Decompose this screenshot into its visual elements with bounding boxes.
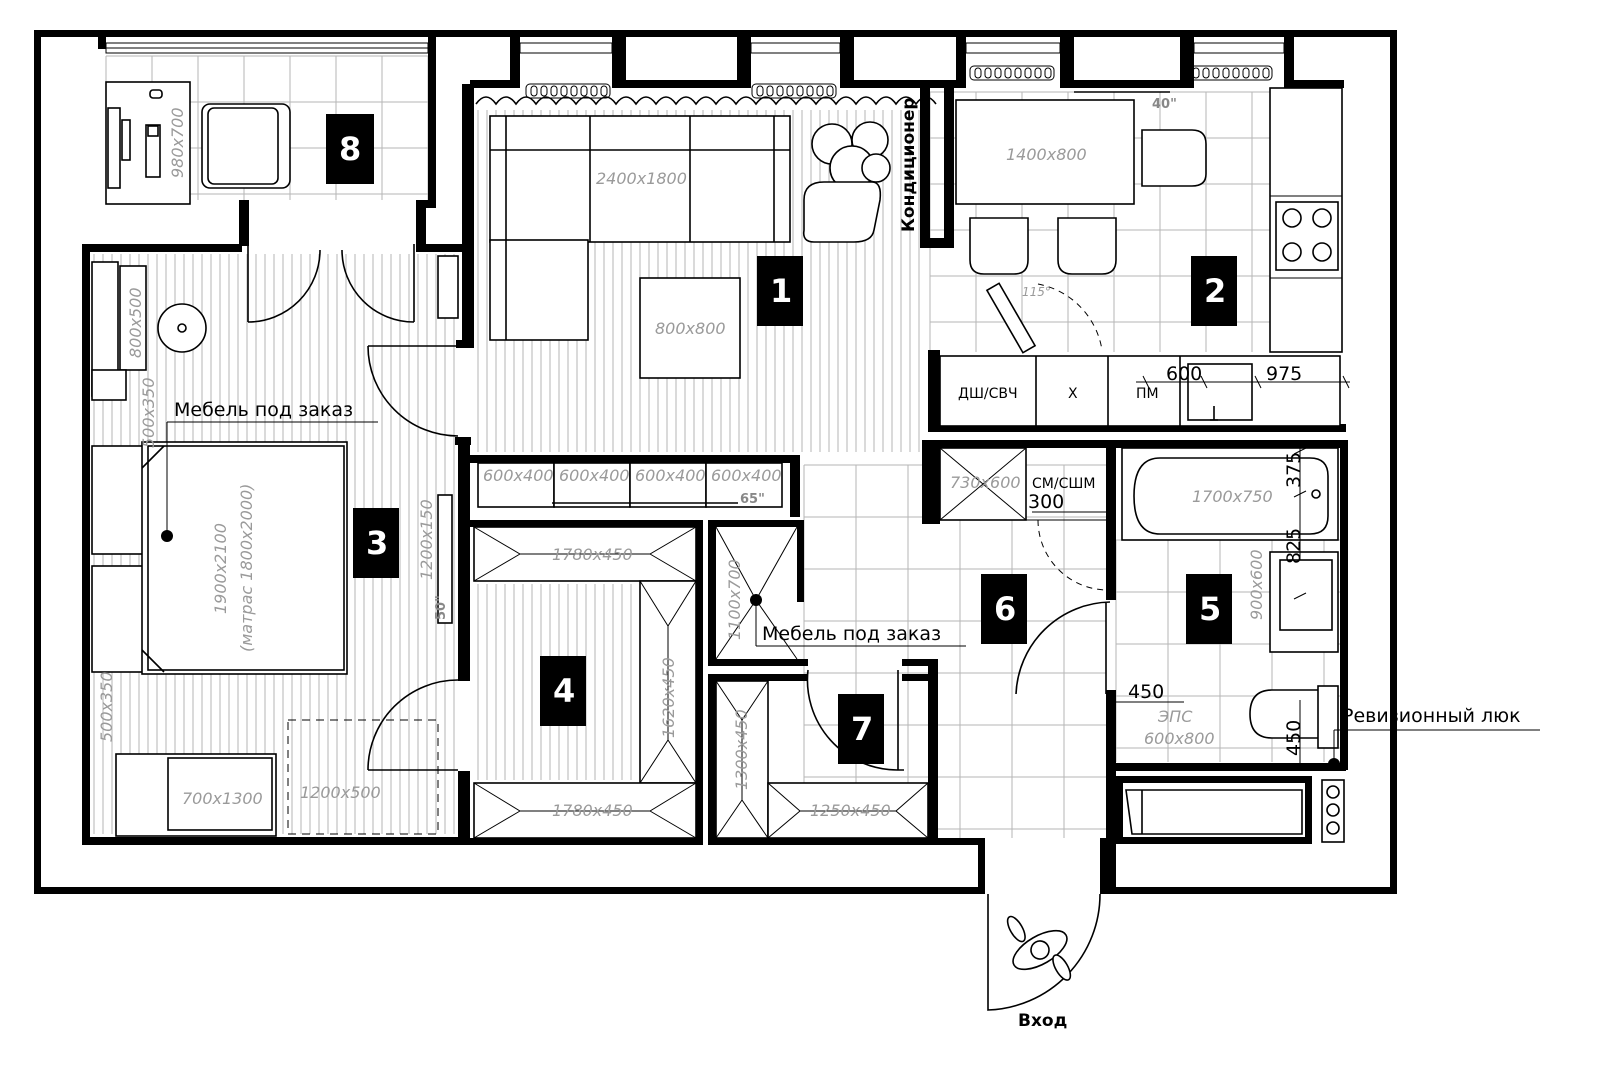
measure-300: 300 — [1028, 491, 1064, 513]
dim-rug: 800x800 — [655, 319, 726, 338]
measure-375: 375 — [1283, 452, 1305, 488]
dim-tv-unit: 600x400 — [483, 466, 554, 485]
dim-vanity: 900x600 — [1247, 549, 1266, 620]
room-number-5: 5 — [1199, 590, 1221, 628]
callout-custom-furniture-hall: Мебель под заказ — [762, 623, 941, 645]
study: 980x700 — [105, 81, 291, 205]
tv-unit-module — [477, 462, 555, 508]
room-number-6: 6 — [994, 590, 1016, 628]
dim-hall-cabinet: 1100x700 — [725, 559, 744, 640]
label-wm-dryer: СМ/СШМ — [1032, 476, 1095, 492]
room-badge-7[interactable] — [838, 694, 884, 764]
room-badge-8[interactable] — [326, 114, 374, 184]
room-number-1: 1 — [770, 272, 792, 310]
dim-ac-unit: 800x500 — [126, 287, 145, 358]
room-badge-1[interactable] — [757, 256, 803, 326]
tv-size-bedroom: 50" — [434, 595, 449, 620]
dim-nightstand-2: 500x350 — [97, 671, 116, 742]
dim-tv-unit: 600x400 — [711, 466, 782, 485]
dim-bed: 1900x2100 — [211, 523, 230, 614]
dim-wardrobe-side: 1620x450 — [659, 657, 678, 738]
dim-bathtub: 1700x750 — [1192, 487, 1273, 506]
dim-crib: 700x1300 — [182, 789, 263, 808]
measure-450-h: 450 — [1128, 681, 1164, 703]
room-4: 1780x450 1620x450 1780x450 — [473, 526, 697, 839]
dim-wardrobe-top: 1780x450 — [552, 545, 633, 564]
dim-wardrobe-bottom: 1780x450 — [552, 801, 633, 820]
dim-angle: 115° — [1022, 285, 1051, 299]
measure-975: 975 — [1266, 363, 1302, 385]
room-badge-3[interactable] — [353, 508, 399, 578]
bathroom: 1700x750 900x600 ЭПС 600x800 375 825 450… — [1116, 446, 1540, 843]
dim-mattress: (матрас 1800x2000) — [237, 484, 256, 652]
label-dw-mw: ДШ/СВЧ — [958, 386, 1018, 402]
tv-size-kitchen: 40" — [1152, 97, 1177, 112]
bedroom: Кондиционер 800x500 1900x2100 (матрас 18… — [91, 244, 459, 837]
tv-unit-module — [629, 462, 707, 508]
room-badge-2[interactable] — [1191, 256, 1237, 326]
label-eps: ЭПС — [1157, 707, 1193, 726]
dim-closet: 1250x450 — [810, 801, 891, 820]
dim-closet-side: 1300x450 — [732, 709, 751, 790]
callout-revision-hatch: Ревизионный люк — [1342, 705, 1521, 727]
room-number-7: 7 — [851, 710, 873, 748]
dim-utility: 730x600 — [950, 473, 1021, 492]
hall: 730x600 СМ/СШМ 300 Вход — [939, 447, 1111, 1031]
curtain — [475, 96, 937, 106]
room-number-2: 2 — [1204, 272, 1226, 310]
walls — [34, 30, 1397, 894]
measure-825: 825 — [1283, 528, 1305, 564]
dim-nightstand-1: 500x350 — [139, 377, 158, 448]
room-number-4: 4 — [553, 672, 575, 710]
dim-tv-unit: 600x400 — [559, 466, 630, 485]
callout-custom-furniture-bedroom: Мебель под заказ — [174, 399, 353, 421]
dim-sofa: 2400x1800 — [596, 169, 687, 188]
windows — [105, 42, 1285, 54]
entrance-label: Вход — [1018, 1011, 1067, 1031]
room-badge-5[interactable] — [1186, 574, 1232, 644]
tv-size-living: 65" — [740, 492, 765, 507]
dim-shaft: 600x800 — [1144, 729, 1215, 748]
measure-450-v: 450 — [1283, 720, 1305, 756]
living-room: 2400x1800 800x800 Кондиционер 600x400 600… — [477, 97, 919, 508]
dim-table: 1400x800 — [1006, 145, 1087, 164]
ac-label-living: Кондиционер — [899, 97, 919, 232]
hall-storage: 1100x700 Мебель под заказ 1300x450 1250x… — [715, 526, 966, 839]
dim-desk: 980x700 — [168, 107, 187, 178]
measure-600: 600 — [1166, 363, 1202, 385]
tv-unit-module — [705, 462, 783, 508]
dim-tv-console: 1200x150 — [417, 499, 436, 580]
room-number-8: 8 — [339, 130, 361, 168]
room-number-3: 3 — [366, 524, 388, 562]
dim-tv-unit: 600x400 — [635, 466, 706, 485]
kitchen: 1400x800 40" ДШ/СВЧ Х ПМ 600 975 — [939, 87, 1350, 427]
dim-shelf: 1200x500 — [300, 783, 381, 802]
label-fridge: Х — [1068, 386, 1078, 402]
room-badge-6[interactable] — [981, 574, 1027, 644]
room-badge-4[interactable] — [540, 656, 586, 726]
person-icon — [1006, 915, 1072, 981]
label-pm: ПМ — [1136, 386, 1159, 402]
room-badges: 8 1 2 3 4 5 6 7 — [326, 114, 1237, 764]
